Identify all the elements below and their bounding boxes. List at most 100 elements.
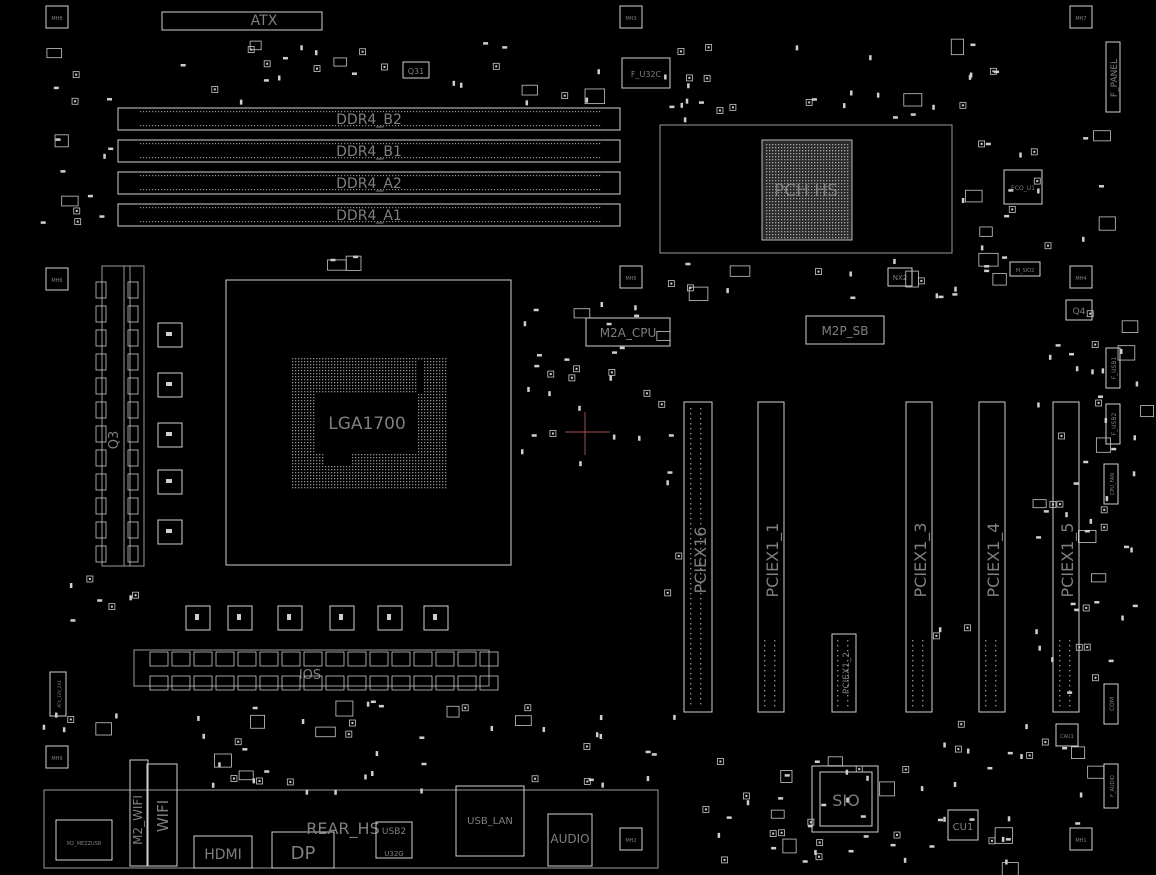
- f-audio-label: F_AUDIO: [1110, 775, 1116, 797]
- usb2-label: USB2: [382, 827, 406, 837]
- cu1-chip[interactable]: CU1: [947, 809, 979, 841]
- mounting-hole-mh5: MH5: [619, 265, 643, 289]
- dimm-b1-label: DDR4_B1: [336, 144, 402, 160]
- pciex16-slot[interactable]: PCIEX16: [683, 401, 713, 713]
- mounting-hole-mh4: MH4: [1069, 265, 1093, 289]
- sio-chip[interactable]: SIO: [811, 765, 879, 833]
- wifi-label: WIFI: [154, 800, 172, 832]
- ec-chip[interactable]: ECO_U1: [1003, 169, 1043, 205]
- mh5-label: MH5: [625, 276, 636, 282]
- pch-ball-grid: [766, 144, 849, 239]
- atx-12v-header[interactable]: ATX_12V_2X4: [49, 671, 67, 717]
- dimm-slot-b2[interactable]: DDR4_B2: [117, 107, 621, 131]
- sio-label: SIO: [832, 791, 859, 810]
- usb-lan-port[interactable]: USB_LAN: [455, 785, 525, 857]
- pciex1-3-slot[interactable]: PCIEX1_3: [905, 401, 933, 713]
- cpu-pin-grid: [292, 358, 447, 489]
- m-sio2-label: M_SIO2: [1016, 268, 1035, 274]
- dp-port[interactable]: DP: [271, 831, 335, 869]
- f-audio-header[interactable]: F_AUDIO: [1103, 763, 1119, 809]
- dimm-a2-label: DDR4_A2: [336, 176, 402, 192]
- pch-label: PCH HS: [774, 181, 838, 201]
- f-usb2-label: F_USB2: [1111, 413, 1118, 436]
- f-usb1-header[interactable]: F_USB1: [1105, 347, 1121, 389]
- ec-label: ECO_U1: [1011, 185, 1035, 192]
- mh8-label: MH8: [51, 16, 62, 22]
- q31-label: Q31: [408, 67, 424, 76]
- mounting-hole-mh3: MH3: [619, 5, 643, 29]
- mh9-label: MH9: [51, 756, 62, 762]
- pch-region[interactable]: PCH HS: [659, 124, 953, 254]
- f-usb2-header[interactable]: F_USB2: [1105, 403, 1121, 445]
- u32g-label: U32G: [384, 850, 403, 858]
- m2-wifi-connector[interactable]: M2_WIFI: [129, 759, 149, 867]
- q31-mosfet: Q31: [402, 61, 430, 79]
- vrm-bottom-chokes: [149, 605, 499, 691]
- q4-mosfet: Q4: [1065, 299, 1093, 321]
- m-sio2-chip: M_SIO2: [1009, 261, 1041, 277]
- pciex1-4-slot[interactable]: PCIEX1_4: [978, 401, 1006, 713]
- vrm-column-left: Q3: [101, 265, 145, 567]
- cu1-label: CU1: [953, 822, 974, 833]
- atx-label: ATX: [251, 13, 278, 29]
- mounting-hole-mh6: MH6: [45, 267, 69, 291]
- pciex1-2-slot[interactable]: PCIEX1_2: [831, 633, 857, 713]
- pciex1-1-slot[interactable]: PCIEX1_1: [757, 401, 785, 713]
- nx2-label: NX2: [893, 274, 908, 282]
- pciex1-5-label: PCIEX1_5: [1058, 523, 1078, 598]
- ios-label: IOS: [299, 668, 321, 683]
- hdmi-port[interactable]: HDMI: [193, 835, 253, 869]
- smd-components: [40, 38, 1154, 875]
- f-u32c-header[interactable]: F_U32C: [621, 57, 671, 89]
- dimm-b2-label: DDR4_B2: [336, 112, 402, 128]
- dimm-a1-label: DDR4_A1: [336, 208, 402, 224]
- m2p-sb-connector[interactable]: M2P_SB: [805, 315, 885, 345]
- f-panel-label: F_PANEL: [1110, 59, 1120, 97]
- mounting-hole-mh9: MH9: [45, 745, 69, 769]
- rear-hs-label: REAR_HS: [306, 819, 379, 839]
- m2-mezzusb-connector[interactable]: M2_MEZZUSB: [55, 819, 113, 861]
- cpu-socket[interactable]: LGA1700: [225, 279, 512, 566]
- m2a-cpu-label: M2A_CPU: [600, 326, 657, 340]
- m2a-cpu-connector[interactable]: M2A_CPU: [585, 317, 671, 347]
- hdmi-label: HDMI: [204, 847, 242, 863]
- cpu-socket-label: LGA1700: [328, 414, 406, 434]
- audio-label: AUDIO: [550, 832, 589, 846]
- m2-mezzusb-label: M2_MEZZUSB: [67, 841, 102, 847]
- pcie-pin-rows: [690, 408, 1071, 707]
- audio-port[interactable]: AUDIO: [547, 813, 593, 867]
- atx-connector[interactable]: ATX: [161, 11, 323, 31]
- mounting-hole-mh2: MH2: [619, 827, 643, 851]
- usb2-connector[interactable]: USB2 U32G: [375, 821, 413, 859]
- pciex1-5-slot[interactable]: PCIEX1_5: [1052, 401, 1080, 713]
- m2-wifi-label: M2_WIFI: [131, 795, 145, 845]
- com-header[interactable]: COM: [1103, 683, 1119, 725]
- dp-label: DP: [291, 843, 316, 864]
- f-usb1-label: F_USB1: [1111, 357, 1118, 380]
- vrm-row-bottom: IOS: [133, 649, 490, 687]
- usb-lan-label: USB_LAN: [467, 816, 513, 827]
- cau1-label: CAU1: [1060, 734, 1074, 740]
- atx-12v-label: ATX_12V_2X4: [57, 680, 62, 708]
- pciex1-3-label: PCIEX1_3: [911, 523, 931, 598]
- wifi-module[interactable]: WIFI: [146, 763, 178, 867]
- pciex1-2-label: PCIEX1_2: [842, 652, 852, 694]
- cpu-fan-label: CPU_FAN: [1110, 473, 1116, 496]
- mh6-label: MH6: [51, 278, 62, 284]
- mounting-hole-mh1: MH1: [1069, 827, 1093, 851]
- dimm-slot-a1[interactable]: DDR4_A1: [117, 203, 621, 227]
- mh3-label: MH3: [625, 16, 636, 22]
- m2p-sb-label: M2P_SB: [821, 324, 868, 338]
- mh1-label: MH1: [1075, 838, 1086, 844]
- cau1-chip: CAU1: [1055, 723, 1079, 747]
- f-panel-header[interactable]: F_PANEL: [1105, 41, 1121, 113]
- dimm-slot-a2[interactable]: DDR4_A2: [117, 171, 621, 195]
- mounting-hole-mh7: MH7: [1069, 5, 1093, 29]
- com-label: COM: [1109, 697, 1116, 711]
- mh4-label: MH4: [1075, 276, 1086, 282]
- dimm-slot-b1[interactable]: DDR4_B1: [117, 139, 621, 163]
- cpu-fan-header[interactable]: CPU_FAN: [1103, 463, 1119, 505]
- rear-heatsink: REAR_HS: [306, 819, 379, 839]
- pciex16-label: PCIEX16: [691, 527, 710, 594]
